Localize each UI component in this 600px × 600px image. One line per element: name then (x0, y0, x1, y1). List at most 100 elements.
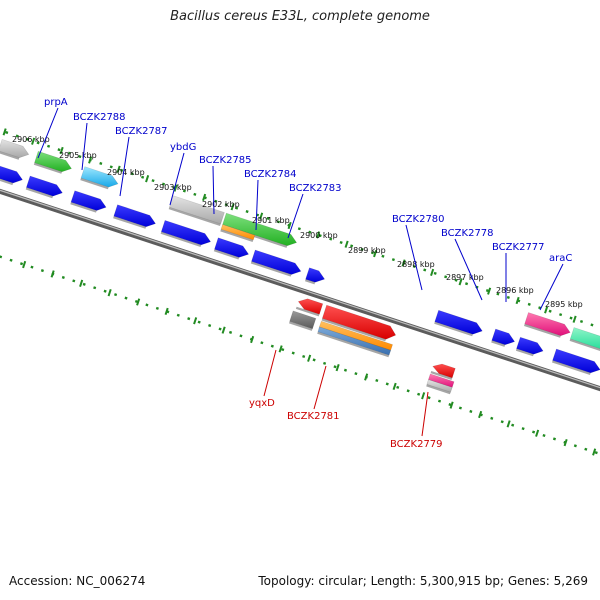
lower-tick (250, 335, 255, 344)
forward-gene-label: BCZK2778 (441, 228, 494, 239)
lower-tick (22, 260, 27, 269)
forward-gene-label: araC (549, 253, 572, 264)
forward-gene-blue-shadow (515, 348, 534, 357)
forward-gene-outer-shadow (33, 162, 62, 174)
forward-label-leader (81, 122, 88, 171)
forward-gene-blue-shadow (113, 216, 147, 229)
forward-gene-blue-shadow (434, 321, 473, 337)
forward-gene-blue-shadow (250, 261, 292, 277)
forward-gene-blue (70, 190, 107, 211)
lower-tick (164, 307, 169, 316)
scale-tick-label: 2904 kbp (107, 168, 145, 177)
accession-text: Accession: NC_006274 (9, 574, 146, 588)
topology-text: Topology: circular; Length: 5,300,915 bp… (258, 574, 588, 588)
forward-gene-outer-shadow (168, 207, 221, 226)
forward-gene-label: BCZK2784 (244, 169, 297, 180)
lower-tick (449, 401, 454, 409)
reverse-gene (426, 379, 453, 393)
scale-tick-label: 2895 kbp (545, 300, 583, 309)
upper-tick (31, 137, 36, 145)
scale-tick-label: 2899 kbp (348, 246, 386, 255)
upper-tick (259, 212, 264, 220)
reverse-gene (297, 298, 324, 315)
upper-tick (202, 193, 207, 202)
forward-label-leader (37, 107, 59, 159)
lower-tick (392, 382, 397, 391)
upper-tick (487, 287, 492, 295)
lower-tick (364, 373, 369, 381)
upper-tick (344, 240, 349, 248)
upper-tick (458, 278, 463, 286)
forward-gene-blue (434, 309, 483, 335)
upper-tick (173, 184, 178, 192)
upper-tick (116, 165, 121, 173)
forward-gene-blue-shadow (491, 340, 506, 347)
backbone-highlight (0, 189, 600, 389)
upper-tick (544, 306, 549, 314)
forward-gene-outer (569, 327, 600, 349)
forward-label-leader (119, 136, 130, 197)
lower-tick (278, 345, 283, 353)
forward-gene-outer-shadow (524, 323, 561, 338)
upper-tick (316, 231, 321, 239)
scale-tick-label: 2897 kbp (446, 273, 484, 282)
forward-gene-blue (552, 348, 600, 374)
reverse-gene (432, 363, 456, 379)
upper-tick (401, 259, 406, 267)
forward-gene-blue (0, 165, 23, 184)
lower-tick (535, 429, 540, 437)
upper-tick (88, 156, 93, 164)
forward-gene-outer (222, 212, 298, 247)
forward-gene-blue-shadow (552, 360, 591, 375)
lower-tick (506, 420, 511, 428)
scale-tick-label: 2906 kbp (12, 135, 50, 144)
upper-tick (230, 203, 235, 211)
reverse-gene-shadow (317, 331, 390, 358)
map-title: Bacillus cereus E33L, complete genome (170, 9, 430, 24)
scale-tick-label: 2900 kbp (300, 231, 338, 240)
reverse-gene (289, 310, 317, 330)
forward-gene-blue (516, 336, 544, 355)
lower-tick (421, 392, 426, 400)
lower-dotted-line (0, 255, 600, 456)
forward-label-leader (405, 224, 423, 291)
forward-gene-outer-shadow (569, 338, 600, 351)
forward-gene-label: ybdG (170, 142, 196, 153)
forward-gene-label: BCZK2787 (115, 126, 168, 137)
forward-gene-outer (80, 166, 119, 188)
lower-tick (335, 364, 340, 372)
forward-gene-label: prpA (44, 97, 68, 108)
forward-label-leader (287, 193, 304, 239)
upper-tick (2, 128, 7, 136)
reverse-gene-shadow (426, 384, 451, 395)
upper-tick (373, 250, 378, 258)
forward-gene-blue (214, 237, 250, 258)
scale-tick-label: 2902 kbp (202, 200, 240, 209)
forward-gene-blue (26, 175, 63, 197)
forward-gene-orange (220, 224, 256, 241)
forward-gene-orange-shadow (220, 229, 254, 242)
lower-tick (563, 438, 568, 447)
scale-tick-label: 2905 kbp (59, 151, 97, 160)
upper-tick (145, 175, 150, 183)
forward-gene-outer (34, 150, 72, 173)
forward-gene-blue-shadow (70, 202, 97, 213)
backbone-line (0, 188, 600, 392)
reverse-label-leader (313, 365, 327, 410)
lower-tick (193, 317, 198, 325)
scale-tick-label: 2901 kbp (252, 216, 290, 225)
forward-gene-label: BCZK2780 (392, 214, 445, 225)
upper-tick (59, 146, 64, 155)
forward-label-leader (255, 179, 259, 231)
forward-gene-blue-shadow (160, 231, 202, 247)
lower-tick (307, 354, 312, 362)
forward-gene-blue-shadow (213, 249, 240, 260)
lower-tick (79, 279, 84, 287)
reverse-gene (321, 304, 397, 340)
scale-tick-label: 2896 kbp (496, 286, 534, 295)
forward-gene-label: BCZK2785 (199, 155, 252, 166)
forward-gene-blue-shadow (305, 279, 316, 285)
reverse-gene-label: yqxD (249, 398, 275, 409)
reverse-gene-shadow (289, 321, 313, 331)
